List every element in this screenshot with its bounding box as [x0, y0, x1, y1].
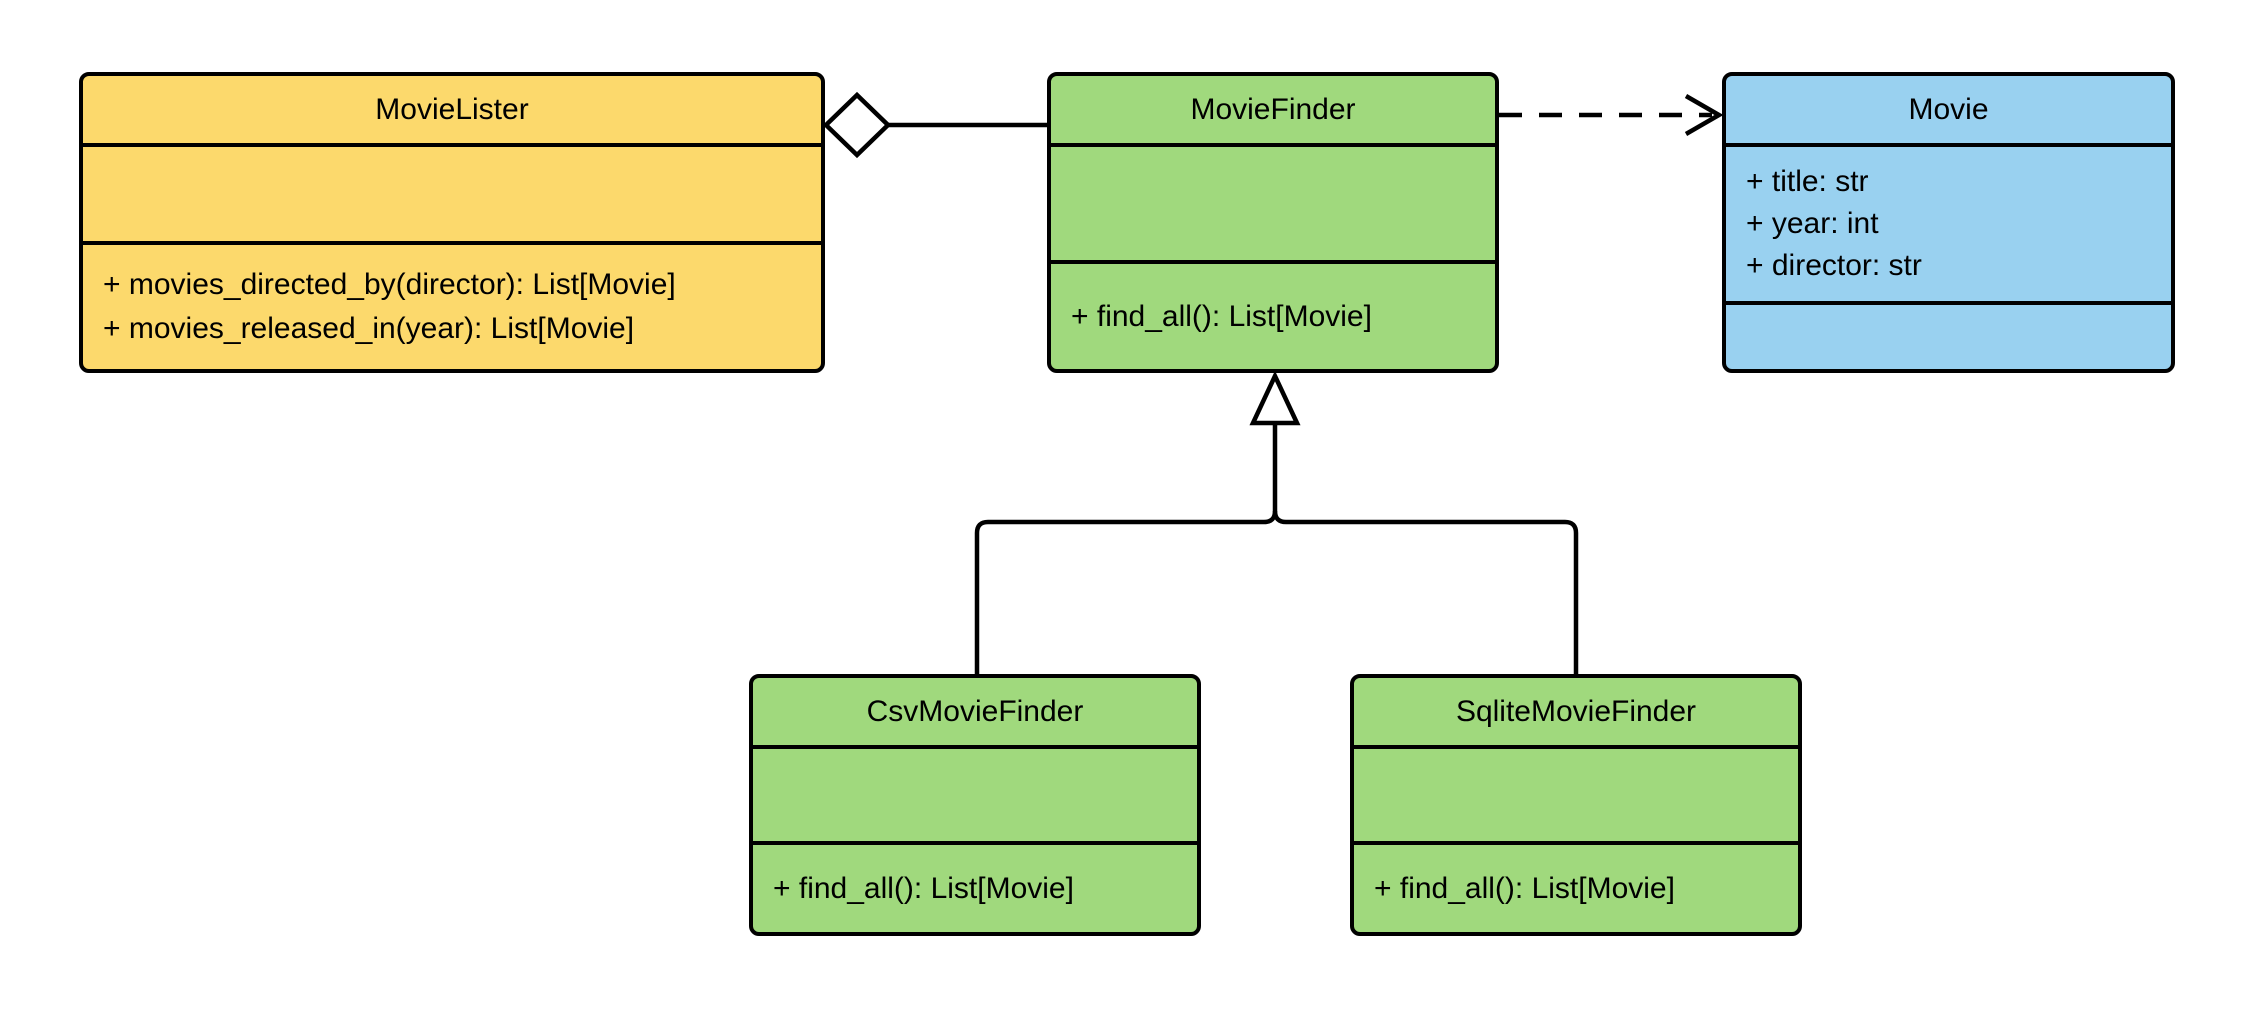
class-box-movielister: MovieLister + movies_directed_by(directo…: [79, 72, 825, 373]
attributes-section: [753, 749, 1197, 845]
class-box-moviefinder: MovieFinder + find_all(): List[Movie]: [1047, 72, 1499, 373]
methods-section: + find_all(): List[Movie]: [1354, 845, 1798, 932]
method-item: + find_all(): List[Movie]: [1071, 299, 1372, 333]
method-item: + movies_released_in(year): List[Movie]: [103, 312, 635, 345]
attributes-section: [83, 147, 821, 245]
class-box-sqlitemoviefinder: SqliteMovieFinder + find_all(): List[Mov…: [1350, 674, 1802, 936]
class-box-movie: Movie + title: str + year: int + directo…: [1722, 72, 2175, 373]
inheritance-triangle-icon: [1249, 370, 1301, 426]
inheritance-connector: [974, 370, 1579, 674]
class-title: SqliteMovieFinder: [1354, 678, 1798, 749]
inheritance-branch-left: [974, 423, 1278, 674]
dependency-connector: [1499, 94, 1724, 136]
aggregation-diamond-icon: [822, 91, 892, 159]
attribute-item: + year: int: [1746, 207, 1879, 240]
dependency-open-arrowhead-icon: [1684, 94, 1724, 136]
method-item: + find_all(): List[Movie]: [1374, 871, 1675, 905]
class-title: CsvMovieFinder: [753, 678, 1197, 749]
class-title: MovieFinder: [1051, 76, 1495, 147]
attributes-section: [1354, 749, 1798, 845]
class-box-csvmoviefinder: CsvMovieFinder + find_all(): List[Movie]: [749, 674, 1201, 936]
method-item: + movies_directed_by(director): List[Mov…: [103, 268, 676, 301]
class-title: MovieLister: [83, 76, 821, 147]
attribute-item: + director: str: [1746, 249, 1922, 282]
class-title: Movie: [1726, 76, 2171, 147]
attribute-item: + title: str: [1746, 165, 1869, 198]
methods-section: + find_all(): List[Movie]: [1051, 264, 1495, 369]
methods-section: [1726, 305, 2171, 369]
method-item: + find_all(): List[Movie]: [773, 871, 1074, 905]
inheritance-branch-right: [1272, 510, 1579, 674]
methods-section: + movies_directed_by(director): List[Mov…: [83, 245, 821, 369]
attributes-section: [1051, 147, 1495, 264]
attributes-section: + title: str + year: int + director: str: [1726, 147, 2171, 305]
methods-section: + find_all(): List[Movie]: [753, 845, 1197, 932]
aggregation-connector: [822, 91, 1047, 159]
